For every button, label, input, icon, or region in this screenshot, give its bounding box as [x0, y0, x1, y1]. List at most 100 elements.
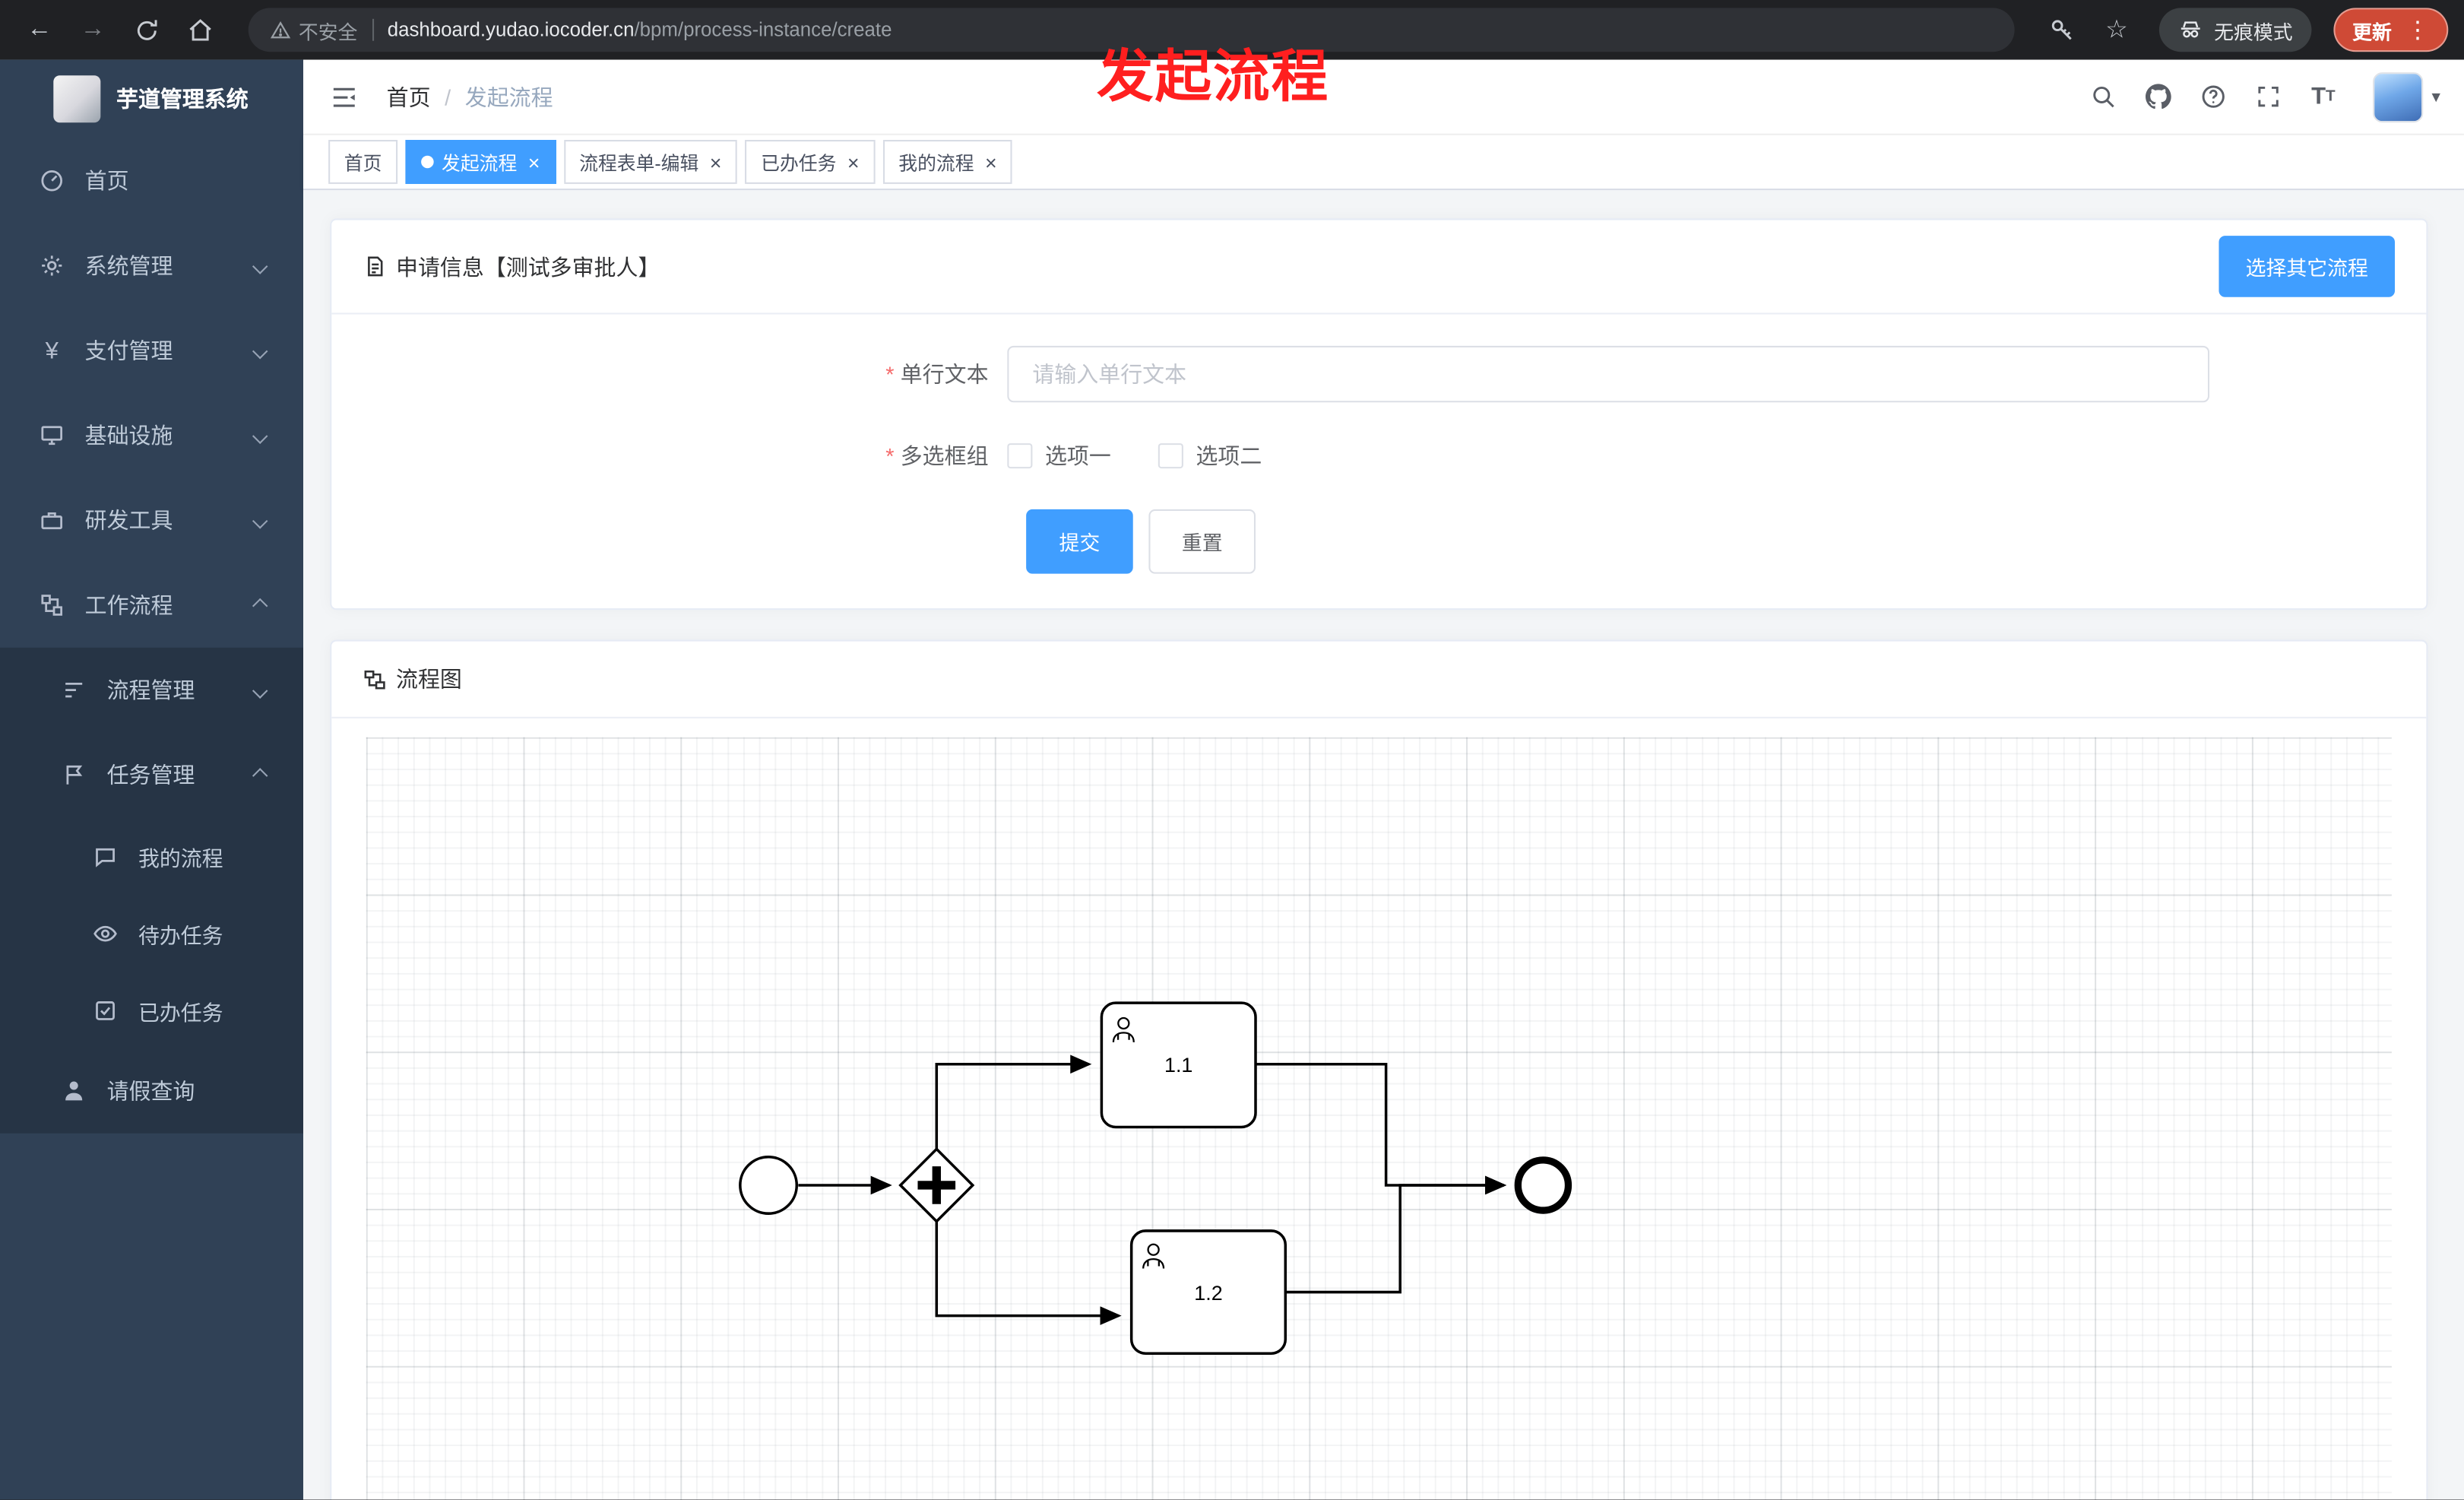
url-path: /bpm/process-instance/create	[634, 18, 892, 41]
active-tab-dot	[421, 155, 434, 169]
sidebar-item-workflow[interactable]: 工作流程	[0, 563, 303, 648]
bpmn-canvas[interactable]: 1.1 1.2	[366, 737, 2392, 1500]
tab-label: 首页	[344, 151, 382, 174]
app-frame: 芋道管理系统 首页 系统管理 ¥ 支付管理	[0, 59, 2464, 1500]
bpmn-diagram: 1.1 1.2	[739, 1001, 1572, 1355]
password-key-icon[interactable]	[2040, 6, 2087, 53]
checkbox-icon[interactable]	[1007, 443, 1033, 469]
field-control	[1007, 345, 2210, 403]
sidebar-item-system-management[interactable]: 系统管理	[0, 224, 303, 309]
sidebar-item-dev-tools[interactable]: 研发工具	[0, 478, 303, 563]
required-asterisk: *	[885, 361, 895, 387]
sidebar-item-infrastructure[interactable]: 基础设施	[0, 393, 303, 478]
close-icon[interactable]: ×	[985, 150, 997, 174]
select-other-process-button[interactable]: 选择其它流程	[2219, 236, 2396, 297]
form-card-header: 申请信息【测试多审批人】 选择其它流程	[331, 220, 2427, 315]
tab-home[interactable]: 首页	[328, 140, 398, 184]
workflow-submenu: 流程管理 任务管理 我的流程 待办任务	[0, 647, 304, 1134]
checkbox-icon[interactable]	[1158, 443, 1183, 469]
single-line-text-input[interactable]	[1007, 345, 2210, 403]
close-icon[interactable]: ×	[709, 150, 722, 174]
form-row-text: *单行文本	[331, 345, 2426, 403]
checkbox-option-2[interactable]: 选项二	[1158, 440, 1262, 471]
search-icon[interactable]	[2083, 76, 2124, 117]
close-icon[interactable]: ×	[527, 150, 540, 174]
close-icon[interactable]: ×	[847, 150, 860, 174]
form-actions: 提交 重置	[1026, 509, 2426, 574]
back-icon[interactable]: ←	[27, 15, 52, 43]
person-icon	[60, 1077, 88, 1105]
tab-process-form-edit[interactable]: 流程表单-编辑 ×	[563, 140, 738, 184]
help-icon[interactable]	[2193, 76, 2234, 117]
sequence-flows	[798, 1054, 1507, 1325]
avatar	[2374, 71, 2424, 122]
tab-label: 发起流程	[442, 151, 518, 174]
reset-button[interactable]: 重置	[1148, 509, 1256, 574]
security-label: 不安全	[298, 21, 358, 43]
required-asterisk: *	[885, 443, 895, 469]
checkbox-label: 选项二	[1196, 443, 1262, 469]
github-icon[interactable]	[2138, 76, 2179, 117]
dashboard-icon	[38, 166, 66, 195]
sidebar-item-label: 研发工具	[84, 507, 173, 533]
security-indicator[interactable]: 不安全	[270, 15, 358, 45]
home-icon[interactable]	[176, 6, 223, 53]
tab-initiate-process[interactable]: 发起流程 ×	[405, 140, 556, 184]
sidebar-item-process-management[interactable]: 流程管理	[0, 648, 303, 733]
refresh-icon[interactable]	[122, 6, 169, 53]
process-form: *单行文本 *多选框组	[331, 315, 2426, 609]
field-label: *单行文本	[331, 358, 1007, 389]
end-event	[1514, 1156, 1572, 1214]
tab-label: 已办任务	[761, 151, 837, 174]
browser-toolbar: ← → 不安全 dashboard.yudao.iocoder.cn /bpm/…	[0, 0, 2464, 60]
sidebar-item-my-processes[interactable]: 我的流程	[0, 817, 303, 894]
chevron-down-icon	[252, 512, 268, 528]
sidebar-item-leave-query[interactable]: 请假查询	[0, 1048, 303, 1134]
workflow-icon	[38, 591, 66, 619]
field-control: 选项一 选项二	[1007, 440, 2209, 471]
browser-update-button[interactable]: 更新 ⋮	[2333, 8, 2449, 52]
user-icon	[1142, 1243, 1165, 1269]
sidebar-item-label: 基础设施	[84, 423, 173, 449]
checkbox-option-1[interactable]: 选项一	[1007, 440, 1111, 471]
sidebar-item-label: 支付管理	[84, 338, 173, 363]
address-bar[interactable]: 不安全 dashboard.yudao.iocoder.cn /bpm/proc…	[248, 8, 2015, 52]
parallel-gateway	[898, 1146, 975, 1224]
sidebar-item-label: 流程管理	[106, 677, 195, 703]
breadcrumb: 首页 / 发起流程	[387, 81, 553, 112]
warning-icon	[270, 20, 291, 38]
bookmark-star-icon[interactable]: ☆	[2105, 17, 2128, 44]
list-icon	[60, 676, 88, 704]
fullscreen-icon[interactable]	[2248, 76, 2289, 117]
sidebar-item-home[interactable]: 首页	[0, 138, 303, 224]
monitor-icon	[38, 421, 66, 449]
sidebar-item-label: 工作流程	[84, 592, 173, 618]
kebab-menu-icon[interactable]: ⋮	[2405, 17, 2430, 44]
tab-label: 我的流程	[898, 151, 974, 174]
sidebar-toggle-icon[interactable]	[327, 79, 361, 113]
diagram-card-header: 流程图	[331, 642, 2427, 718]
forward-icon[interactable]: →	[80, 15, 106, 43]
diagram-card-title: 流程图	[396, 666, 462, 692]
sidebar-item-task-management[interactable]: 任务管理	[0, 733, 303, 818]
sidebar-item-pending-tasks[interactable]: 待办任务	[0, 894, 303, 971]
diagram-card-title-wrap: 流程图	[363, 664, 462, 695]
field-label-text: 多选框组	[900, 443, 989, 469]
tags-view-bar: 首页 发起流程 × 流程表单-编辑 × 已办任务 × 我的流程 ×	[303, 135, 2464, 191]
tab-done-tasks[interactable]: 已办任务 ×	[745, 140, 876, 184]
field-label-text: 单行文本	[900, 361, 989, 387]
incognito-badge[interactable]: 无痕模式	[2158, 8, 2312, 52]
user-menu[interactable]: ▾	[2374, 71, 2440, 122]
chevron-down-icon	[252, 682, 268, 698]
sidebar-item-label: 我的流程	[138, 846, 223, 871]
app-title: 芋道管理系统	[116, 86, 249, 112]
sidebar-logo[interactable]: 芋道管理系统	[0, 60, 303, 138]
breadcrumb-home[interactable]: 首页	[386, 84, 431, 109]
tab-my-processes[interactable]: 我的流程 ×	[882, 140, 1013, 184]
sidebar-item-done-tasks[interactable]: 已办任务	[0, 972, 303, 1048]
sidebar-item-payment-management[interactable]: ¥ 支付管理	[0, 308, 303, 393]
submit-button[interactable]: 提交	[1026, 509, 1133, 574]
user-icon	[1112, 1016, 1135, 1042]
